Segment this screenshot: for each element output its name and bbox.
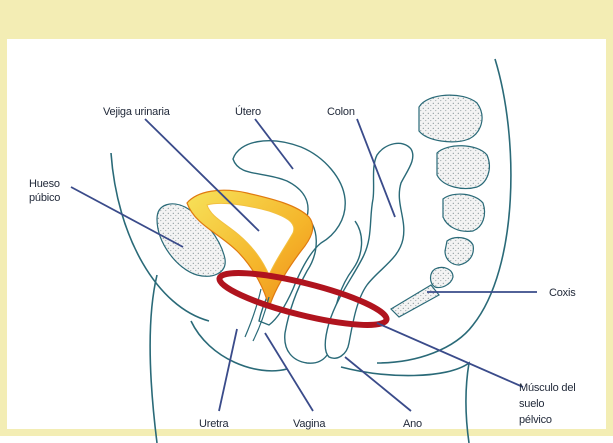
label-hueso-line1: Hueso	[29, 178, 60, 190]
label-utero: Útero	[235, 105, 261, 118]
label-musculo-line1: Músculo del	[519, 382, 576, 394]
label-colon: Colon	[327, 106, 355, 118]
label-vejiga: Vejiga urinaria	[103, 106, 171, 118]
sacrum-vertebrae	[391, 95, 489, 317]
label-ano: Ano	[403, 418, 422, 430]
right-buttock-outline	[341, 363, 469, 443]
label-coxis: Coxis	[549, 287, 576, 299]
label-musculo-line2: suelo	[519, 398, 544, 410]
left-leg-outline	[150, 275, 157, 443]
pelvic-anatomy-diagram: Vejiga urinaria Útero Colon Hueso púbico…	[7, 7, 613, 443]
label-hueso-line2: púbico	[29, 192, 60, 204]
label-musculo-line3: pélvico	[519, 414, 552, 426]
label-uretra: Uretra	[199, 418, 229, 430]
label-vagina: Vagina	[293, 418, 326, 430]
